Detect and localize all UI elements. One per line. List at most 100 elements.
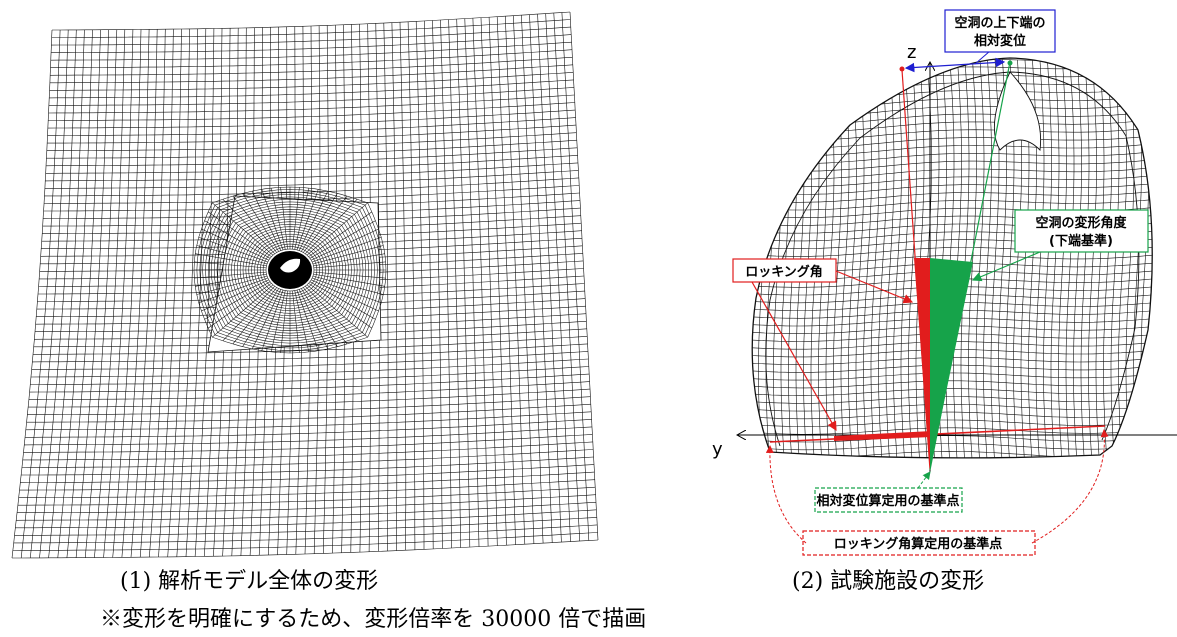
facility-line-col — [1043, 60, 1052, 458]
mesh-line-col — [537, 14, 562, 543]
refined-spoke — [208, 283, 272, 329]
refined-spoke — [305, 199, 358, 254]
y-axis-label: y — [712, 439, 723, 460]
mesh-line-col — [424, 20, 434, 549]
refined-spoke — [261, 290, 284, 351]
facility-line-col — [1035, 60, 1045, 458]
mesh-line-col — [121, 29, 150, 558]
mesh-line-col — [505, 16, 526, 545]
mesh-line-col — [529, 14, 553, 543]
refined-spoke — [232, 195, 277, 253]
mesh-line-col — [75, 29, 109, 558]
facility-line-col — [1073, 60, 1082, 458]
refined-spoke — [312, 275, 384, 295]
refined-spoke — [196, 245, 268, 265]
facility-line-col — [1058, 60, 1067, 458]
facility-line-col — [1050, 60, 1060, 458]
mesh-line-col — [11, 29, 53, 559]
facility-line-col — [855, 66, 865, 458]
mesh-line-col — [561, 12, 590, 541]
facility-line-col — [878, 64, 887, 458]
refined-spoke — [222, 199, 275, 254]
facility-line-col — [1095, 60, 1105, 458]
facility-line-col — [1118, 58, 1127, 458]
rocking-angle-leader-lower — [751, 281, 837, 432]
refined-spoke — [313, 253, 385, 267]
whole-model-mesh — [11, 11, 599, 559]
refined-spoke — [312, 245, 384, 265]
refined-spoke — [311, 228, 379, 261]
facility-cavity-rim — [993, 71, 1042, 151]
rocking-reference-callout-box — [802, 530, 1036, 556]
facility-outline — [751, 57, 1153, 459]
mesh-line-col — [112, 29, 142, 558]
refined-spoke — [208, 211, 272, 257]
refined-spoke — [280, 290, 288, 353]
mesh-line-col — [464, 18, 480, 547]
z-axis-label: z — [907, 42, 916, 63]
refined-spoke — [201, 228, 269, 261]
refined-spoke — [196, 275, 268, 295]
facility-line-col — [900, 62, 910, 458]
refined-zone-mesh — [193, 186, 387, 354]
refined-spoke — [195, 273, 267, 287]
deformation-angle-label-line1: 空洞の変形角度 — [1035, 215, 1127, 231]
mesh-line-col — [20, 29, 61, 559]
facility-line-col — [983, 59, 992, 458]
refined-spoke — [313, 261, 386, 269]
mesh-line-col — [456, 19, 471, 548]
whole-model-panel — [11, 11, 599, 559]
facility-line-col — [1103, 59, 1112, 458]
refined-spoke — [296, 290, 319, 351]
refined-spoke — [204, 281, 271, 320]
refined-spoke — [308, 211, 372, 257]
refined-spoke — [280, 187, 288, 250]
refined-spoke — [296, 189, 319, 250]
rocking-angle-wedge — [914, 258, 930, 470]
refined-spoke — [251, 289, 282, 350]
refined-spoke — [294, 290, 310, 353]
rocking-reference-leader-right — [1031, 429, 1109, 544]
mesh-line-col — [66, 29, 101, 558]
facility-line-col — [893, 63, 902, 458]
mesh-line-col — [391, 22, 398, 551]
rocking-angle-callout-box — [732, 258, 837, 283]
relative-reference-callout-box — [814, 487, 963, 513]
top-left-point — [899, 66, 905, 72]
relative-displacement-leader — [974, 50, 991, 65]
refined-spoke — [242, 288, 279, 347]
test-facility-panel: z y 空洞の上下端の 相対変位 空洞の変形角度 (下端基準) ロッキング角 相… — [712, 9, 1177, 556]
facility-line-col — [908, 61, 917, 458]
refined-spoke — [301, 193, 338, 252]
refined-spoke — [222, 286, 275, 341]
mesh-line-col — [496, 16, 516, 545]
refined-spoke — [270, 290, 286, 353]
mesh-line-col — [176, 28, 198, 557]
refined-spoke — [232, 287, 277, 345]
mesh-line-col — [488, 17, 507, 546]
refined-spoke — [212, 202, 274, 256]
refined-spoke — [303, 195, 348, 253]
mesh-line-col — [85, 29, 118, 558]
mesh-line-col — [185, 28, 207, 557]
mesh-line-col — [94, 29, 126, 558]
facility-line-row — [740, 459, 1160, 465]
mesh-line-col — [513, 15, 535, 544]
refined-spoke — [311, 279, 379, 312]
refined-spoke — [312, 277, 382, 303]
refined-spoke — [312, 237, 382, 263]
rocking-reference-leader-left — [765, 445, 807, 544]
cavity-opening — [280, 258, 301, 273]
facility-line-col — [863, 66, 872, 458]
refined-spoke — [306, 284, 368, 338]
refined-spoke — [204, 220, 271, 259]
mesh-line-col — [480, 17, 498, 546]
refined-spoke — [251, 190, 282, 251]
refined-spoke — [298, 190, 329, 251]
refined-spoke — [201, 279, 269, 312]
mesh-line-col — [130, 29, 158, 558]
mesh-line-col — [569, 11, 599, 541]
refined-spoke — [305, 286, 358, 341]
refined-spoke — [313, 271, 386, 279]
